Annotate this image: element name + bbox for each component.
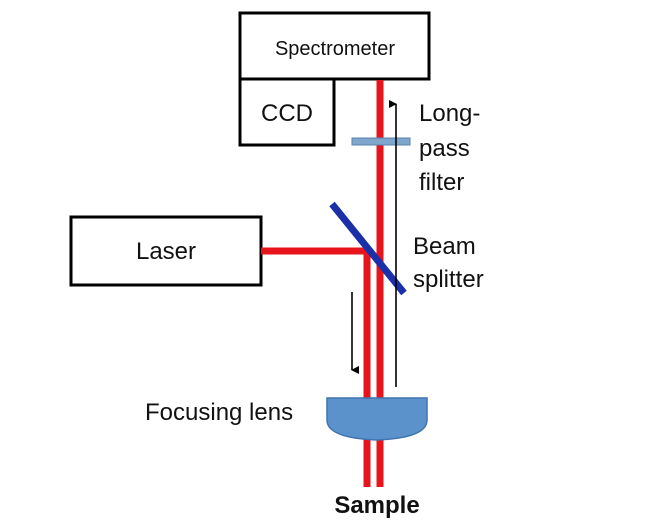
beam-splitter-label-line2: splitter: [413, 266, 484, 293]
spectrometer-label: Spectrometer: [275, 38, 395, 60]
focusing-lens-icon: [326, 397, 428, 441]
sample-label: Sample: [334, 492, 419, 519]
focusing-lens-label: Focusing lens: [145, 399, 293, 426]
ccd-box: [238, 77, 336, 147]
spectrometer-box: [238, 11, 431, 81]
laser-label: Laser: [136, 238, 196, 265]
beam-splitter: [329, 201, 407, 296]
long-pass-label-line1: Long-: [419, 100, 480, 127]
beam-splitter-label-line1: Beam: [413, 233, 476, 260]
long-pass-label-line2: pass: [419, 135, 470, 162]
long-pass-filter: [351, 137, 411, 146]
laser-box: [69, 215, 263, 287]
long-pass-label-line3: filter: [419, 169, 464, 196]
ccd-label: CCD: [261, 100, 313, 127]
